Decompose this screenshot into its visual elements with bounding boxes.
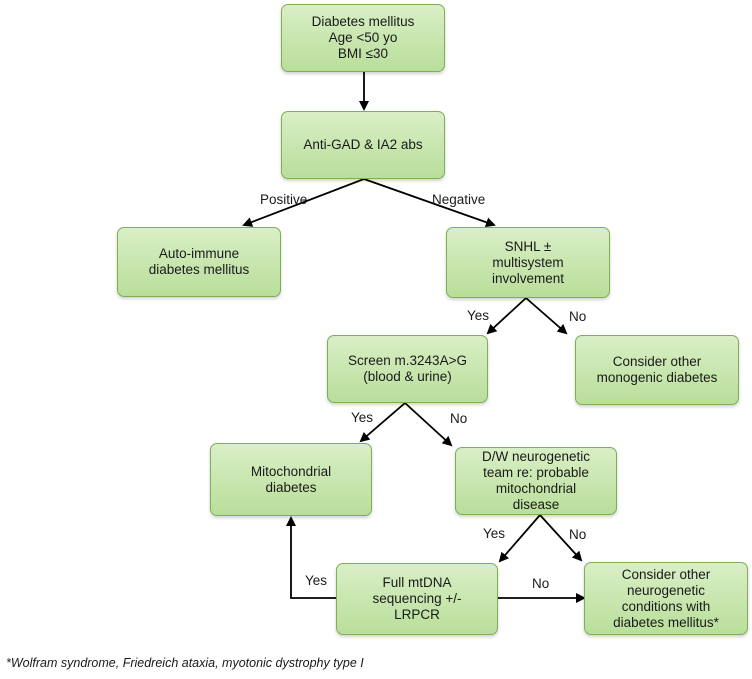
arrow-mtdna-to-mitochondrial bbox=[286, 516, 336, 599]
label-team-yes: Yes bbox=[483, 526, 506, 541]
arrow-antibodies-to-autoimmune bbox=[242, 178, 365, 227]
arrow-team-to-mtdna bbox=[498, 514, 541, 563]
antibodies-box: Anti-GAD & IA2 abs bbox=[281, 111, 445, 179]
footnote: *Wolfram syndrome, Friedreich ataxia, my… bbox=[6, 656, 364, 670]
neurogenetic-team-box: D/W neurogenetic team re: probable mitoc… bbox=[455, 447, 617, 515]
snhl-box: SNHL ± multisystem involvement bbox=[446, 227, 610, 298]
label-mtdna-no: No bbox=[532, 576, 550, 591]
screen-box: Screen m.3243A>G (blood & urine) bbox=[327, 335, 488, 403]
arrow-antibodies-to-snhl bbox=[363, 178, 496, 228]
label-positive: Positive bbox=[260, 192, 308, 207]
arrow-team-to-other-neuro bbox=[539, 514, 583, 562]
arrow-snhl-to-screen bbox=[486, 297, 527, 335]
label-team-no: No bbox=[569, 527, 587, 542]
mtdna-box: Full mtDNA sequencing +/- LRPCR bbox=[336, 563, 498, 635]
label-mtdna-yes: Yes bbox=[305, 573, 328, 588]
diabetes-box: Diabetes mellitus Age <50 yo BMI ≤30 bbox=[281, 4, 445, 72]
label-negative: Negative bbox=[432, 192, 486, 207]
arrow-screen-to-mitochondrial bbox=[359, 402, 406, 443]
label-snhl-no: No bbox=[569, 309, 587, 324]
arrow-screen-to-team bbox=[404, 402, 453, 447]
monogenic-box: Consider other monogenic diabetes bbox=[575, 335, 739, 405]
mitochondrial-box: Mitochondrial diabetes bbox=[210, 443, 372, 516]
label-screen-yes: Yes bbox=[351, 410, 374, 425]
arrow-snhl-to-monogenic bbox=[525, 297, 568, 335]
other-neuro-box: Consider other neurogenetic conditions w… bbox=[584, 562, 748, 635]
autoimmune-box: Auto-immune diabetes mellitus bbox=[117, 227, 281, 297]
label-snhl-yes: Yes bbox=[467, 308, 490, 323]
label-screen-no: No bbox=[450, 411, 468, 426]
